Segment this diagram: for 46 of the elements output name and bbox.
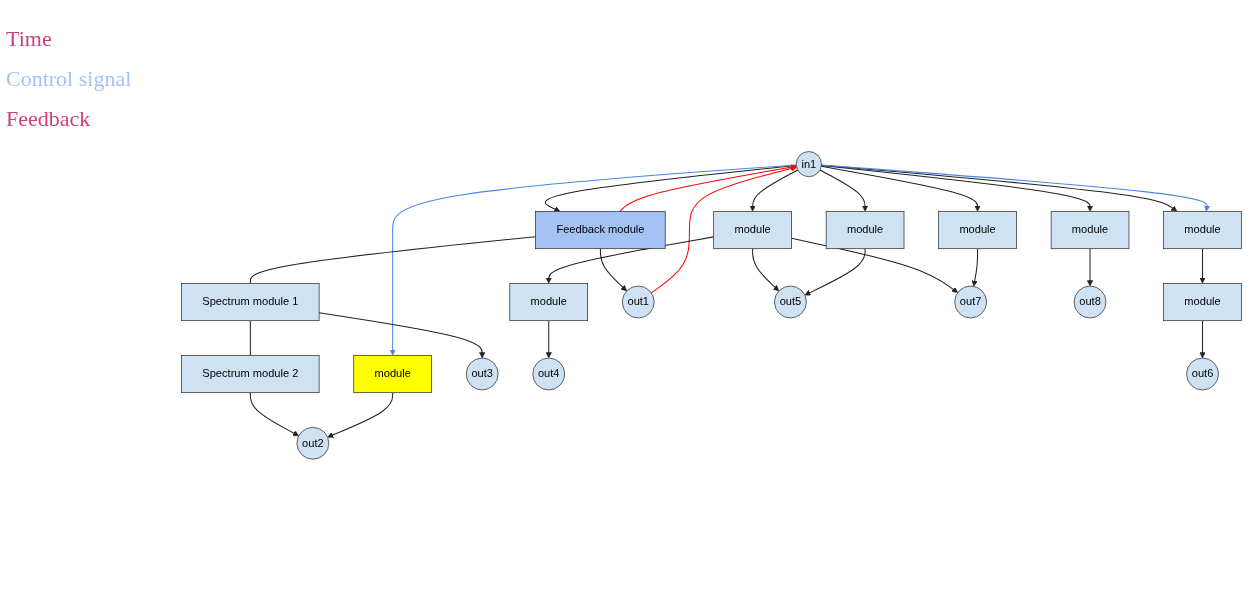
arrow bbox=[1087, 248, 1094, 287]
arrow bbox=[599, 248, 627, 292]
arrow bbox=[820, 165, 1094, 212]
node-circle: out8 bbox=[1073, 285, 1107, 319]
node-box: module bbox=[509, 283, 588, 322]
arrow bbox=[545, 320, 552, 359]
arrow bbox=[318, 312, 486, 359]
node-circle: out1 bbox=[621, 285, 655, 319]
arrow bbox=[820, 165, 981, 212]
node-circle: out5 bbox=[774, 285, 807, 319]
arrow bbox=[752, 248, 780, 292]
node-circle: out7 bbox=[954, 285, 987, 319]
node-box: module bbox=[1050, 211, 1130, 250]
node-circle: out2 bbox=[296, 427, 330, 460]
arrow bbox=[1199, 248, 1206, 284]
annotation-label: Feedback bbox=[6, 106, 92, 132]
connector bbox=[249, 320, 251, 356]
annotation-label: Control signal bbox=[6, 66, 133, 92]
node-circle: out4 bbox=[532, 357, 566, 391]
arrow bbox=[819, 169, 869, 212]
arrow bbox=[650, 165, 797, 294]
node-box: Feedback module bbox=[535, 211, 666, 250]
arrow bbox=[971, 248, 979, 287]
node-box: module bbox=[825, 211, 905, 250]
arrow bbox=[1199, 320, 1206, 359]
node-box: module bbox=[938, 211, 1017, 250]
arrow bbox=[749, 169, 799, 212]
arrow bbox=[791, 237, 958, 293]
node-box: Spectrum module 1 bbox=[181, 283, 320, 322]
arrow bbox=[619, 164, 797, 212]
arrow bbox=[327, 392, 394, 438]
arrow bbox=[545, 236, 715, 284]
node-box: module bbox=[713, 211, 792, 250]
node-circle: out6 bbox=[1186, 357, 1219, 391]
arrow bbox=[804, 248, 866, 296]
node-box: Spectrum module 2 bbox=[181, 355, 320, 394]
connector bbox=[249, 236, 537, 284]
node-circle: out3 bbox=[465, 357, 499, 391]
axis-label: Time bbox=[6, 26, 53, 52]
node-box: module bbox=[353, 355, 432, 394]
node-box: module bbox=[1163, 283, 1242, 322]
node-box: module bbox=[1163, 211, 1242, 250]
arrow bbox=[544, 165, 797, 212]
node-circle: in1 bbox=[795, 151, 822, 178]
arrow bbox=[249, 392, 300, 437]
arrow bbox=[389, 164, 797, 356]
